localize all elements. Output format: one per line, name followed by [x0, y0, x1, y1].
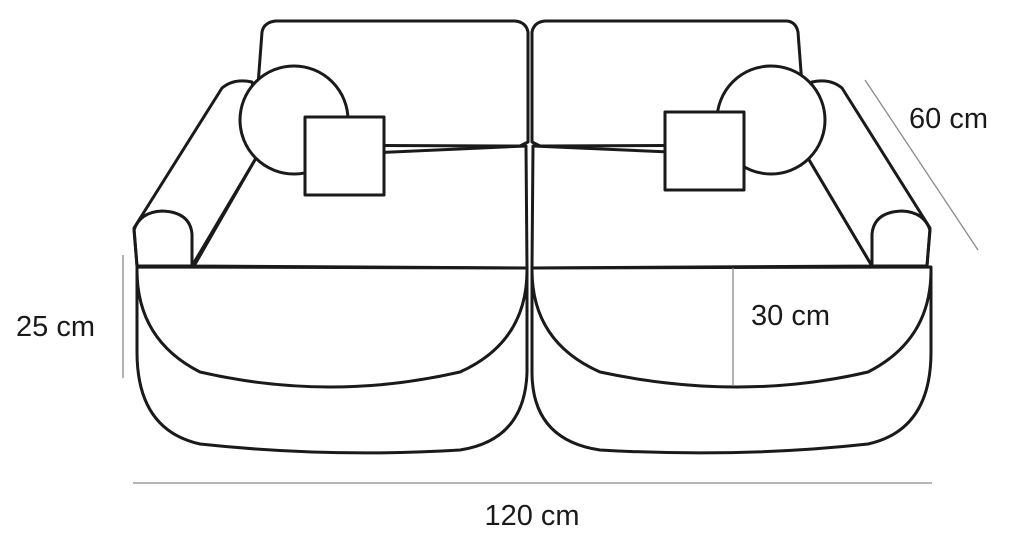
right-armrest	[806, 79, 932, 268]
width-label: 120 cm	[484, 500, 579, 532]
left-seat-cushion-edge	[135, 268, 529, 389]
right-square-pillow	[663, 110, 746, 192]
right-armrest-scroll	[870, 209, 932, 268]
seat-height-label: 25 cm	[16, 311, 95, 343]
left-armrest	[132, 79, 258, 268]
right-seat-cushion-edge	[530, 268, 933, 389]
right-seat-base	[530, 265, 933, 455]
left-armrest-scroll	[132, 209, 194, 268]
left-square-pillow	[303, 115, 386, 197]
left-seat-base	[135, 265, 529, 455]
depth-label: 60 cm	[909, 103, 988, 135]
depth-dimension-line	[864, 79, 979, 251]
cushion-height-label: 30 cm	[751, 300, 830, 332]
